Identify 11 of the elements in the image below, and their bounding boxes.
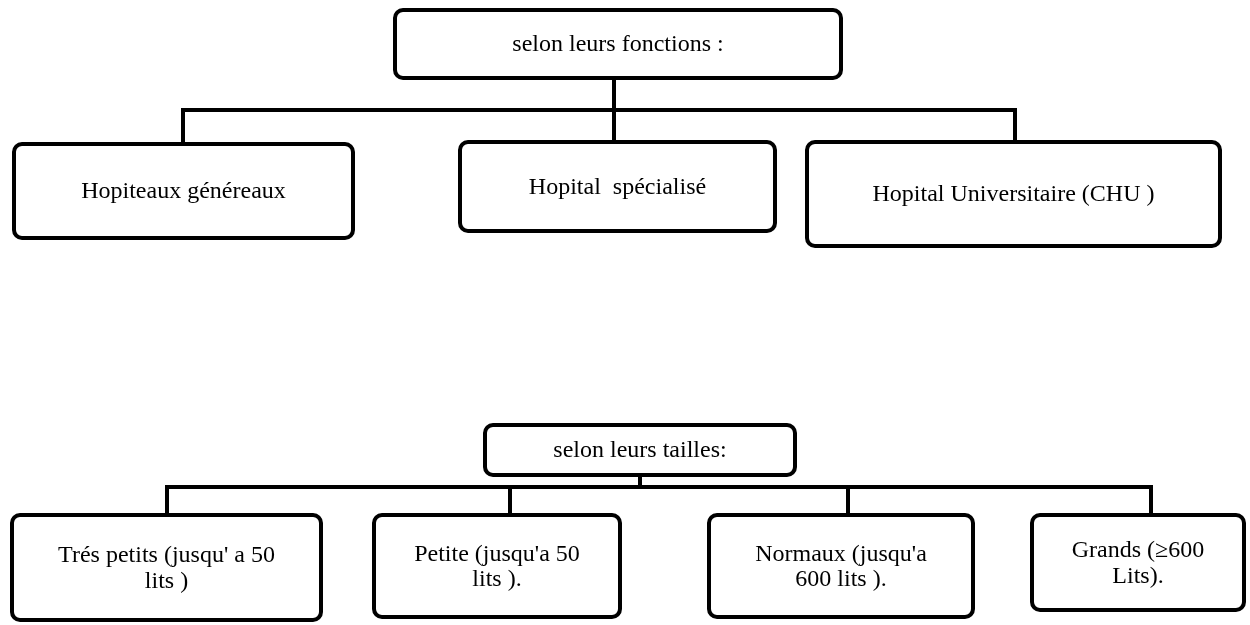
- category-box: selon leurs tailles:: [483, 423, 797, 477]
- category-box: Hopital Universitaire (CHU ): [805, 140, 1222, 248]
- category-box: Hopital spécialisé: [458, 140, 777, 233]
- category-box: Petite (jusqu'a 50 lits ).: [372, 513, 622, 619]
- category-box: Normaux (jusqu'a 600 lits ).: [707, 513, 975, 619]
- category-box: Trés petits (jusqu' a 50 lits ): [10, 513, 323, 622]
- category-box: selon leurs fonctions :: [393, 8, 843, 80]
- connector-line: [638, 477, 1153, 513]
- connector-line: [612, 80, 1017, 140]
- category-box: Hopiteaux généreaux: [12, 142, 355, 240]
- category-box: Grands (≥600 Lits).: [1030, 513, 1246, 612]
